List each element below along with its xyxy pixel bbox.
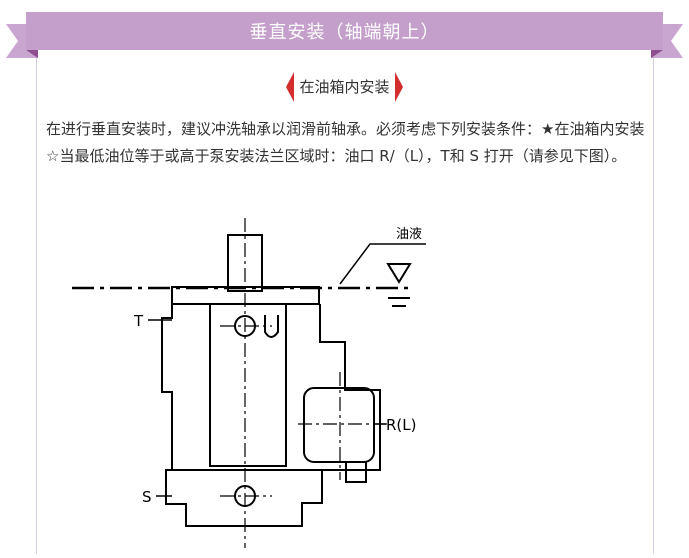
body-outline xyxy=(161,304,381,527)
u-letter-shape xyxy=(264,315,279,338)
arrow-right-icon xyxy=(394,72,403,102)
section-subtitle: 在油箱内安装 xyxy=(0,72,689,102)
body-paragraph: 在进行垂直安装时，建议冲洗轴承以润滑前轴承。必须考虑下列安装条件：★在油箱内安装… xyxy=(46,120,645,165)
rl-port-block xyxy=(303,387,375,463)
t-port-label: T xyxy=(133,312,144,330)
pump-installation-diagram: 油液 T R(L) S xyxy=(40,218,460,558)
shaft xyxy=(227,234,263,292)
rl-port-label: R(L) xyxy=(386,416,416,434)
ribbon-bar: 垂直安装（轴端朝上） xyxy=(26,12,663,50)
arrow-left-icon xyxy=(286,72,295,102)
page-title: 垂直安装（轴端朝上） xyxy=(249,22,440,43)
subtitle-text: 在油箱内安装 xyxy=(294,72,395,102)
rl-port-stub xyxy=(345,461,367,483)
title-ribbon: 垂直安装（轴端朝上） xyxy=(0,0,689,64)
s-port-label: S xyxy=(142,488,152,506)
oil-label: 油液 xyxy=(396,227,422,242)
pump-drawing: 油液 T R(L) S xyxy=(72,218,426,548)
inner-housing xyxy=(209,303,287,467)
